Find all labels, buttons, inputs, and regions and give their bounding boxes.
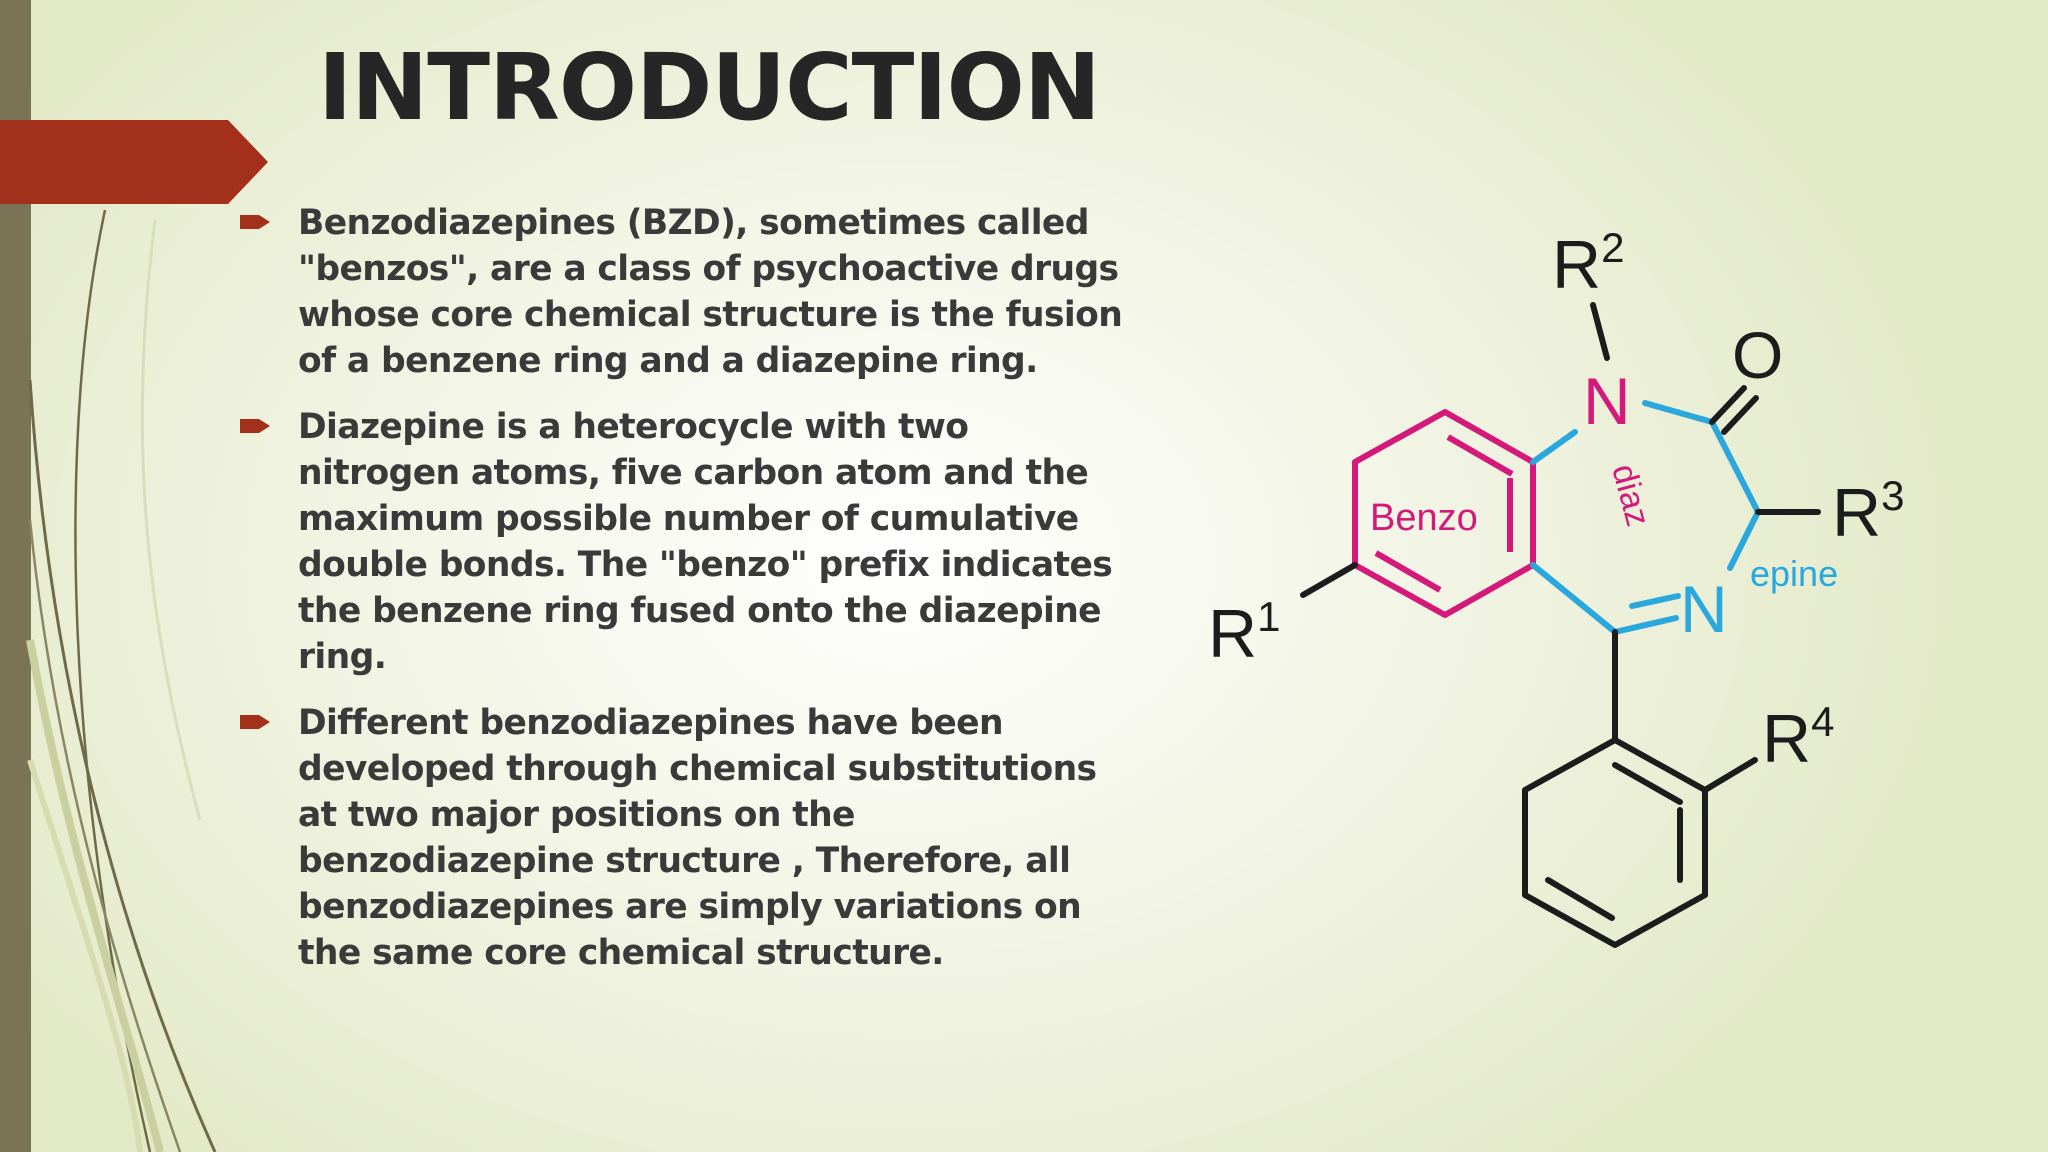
benzodiazepine-structure-diagram: R2 N O R3 N epine Benzo diaz R1 R4 <box>1208 224 1904 948</box>
r2-label: R2 <box>1552 224 1624 303</box>
diazepine-bonds <box>1530 400 1761 635</box>
epine-label: epine <box>1750 553 1838 594</box>
n1-atom-label: N <box>1583 364 1631 438</box>
r1-label: R1 <box>1208 593 1280 672</box>
bullet-item: Diazepine is a heterocycle with two nitr… <box>240 404 1140 680</box>
arrow-bullet-icon <box>240 215 270 229</box>
bullet-text: Benzodiazepines (BZD), sometimes called … <box>298 203 1123 381</box>
decorative-curves <box>26 209 217 1152</box>
diaz-label: diaz <box>1604 460 1657 530</box>
n4-atom-label: N <box>1680 572 1728 646</box>
benzo-label: Benzo <box>1370 497 1478 539</box>
title-accent-banner <box>0 120 268 204</box>
bullet-item: Benzodiazepines (BZD), sometimes called … <box>240 200 1140 384</box>
r3-label: R3 <box>1832 472 1904 551</box>
slide-title: INTRODUCTION <box>318 34 1101 141</box>
r4-label: R4 <box>1762 698 1834 777</box>
bullet-text: Different benzodiazepines have been deve… <box>298 703 1097 973</box>
arrow-bullet-icon <box>240 715 270 729</box>
bullet-list: Benzodiazepines (BZD), sometimes called … <box>240 200 1140 996</box>
bullet-text: Diazepine is a heterocycle with two nitr… <box>298 407 1113 677</box>
substituent-bonds <box>1300 302 1821 948</box>
bullet-item: Different benzodiazepines have been deve… <box>240 700 1140 976</box>
oxygen-atom-label: O <box>1732 318 1783 392</box>
arrow-bullet-icon <box>240 419 270 433</box>
